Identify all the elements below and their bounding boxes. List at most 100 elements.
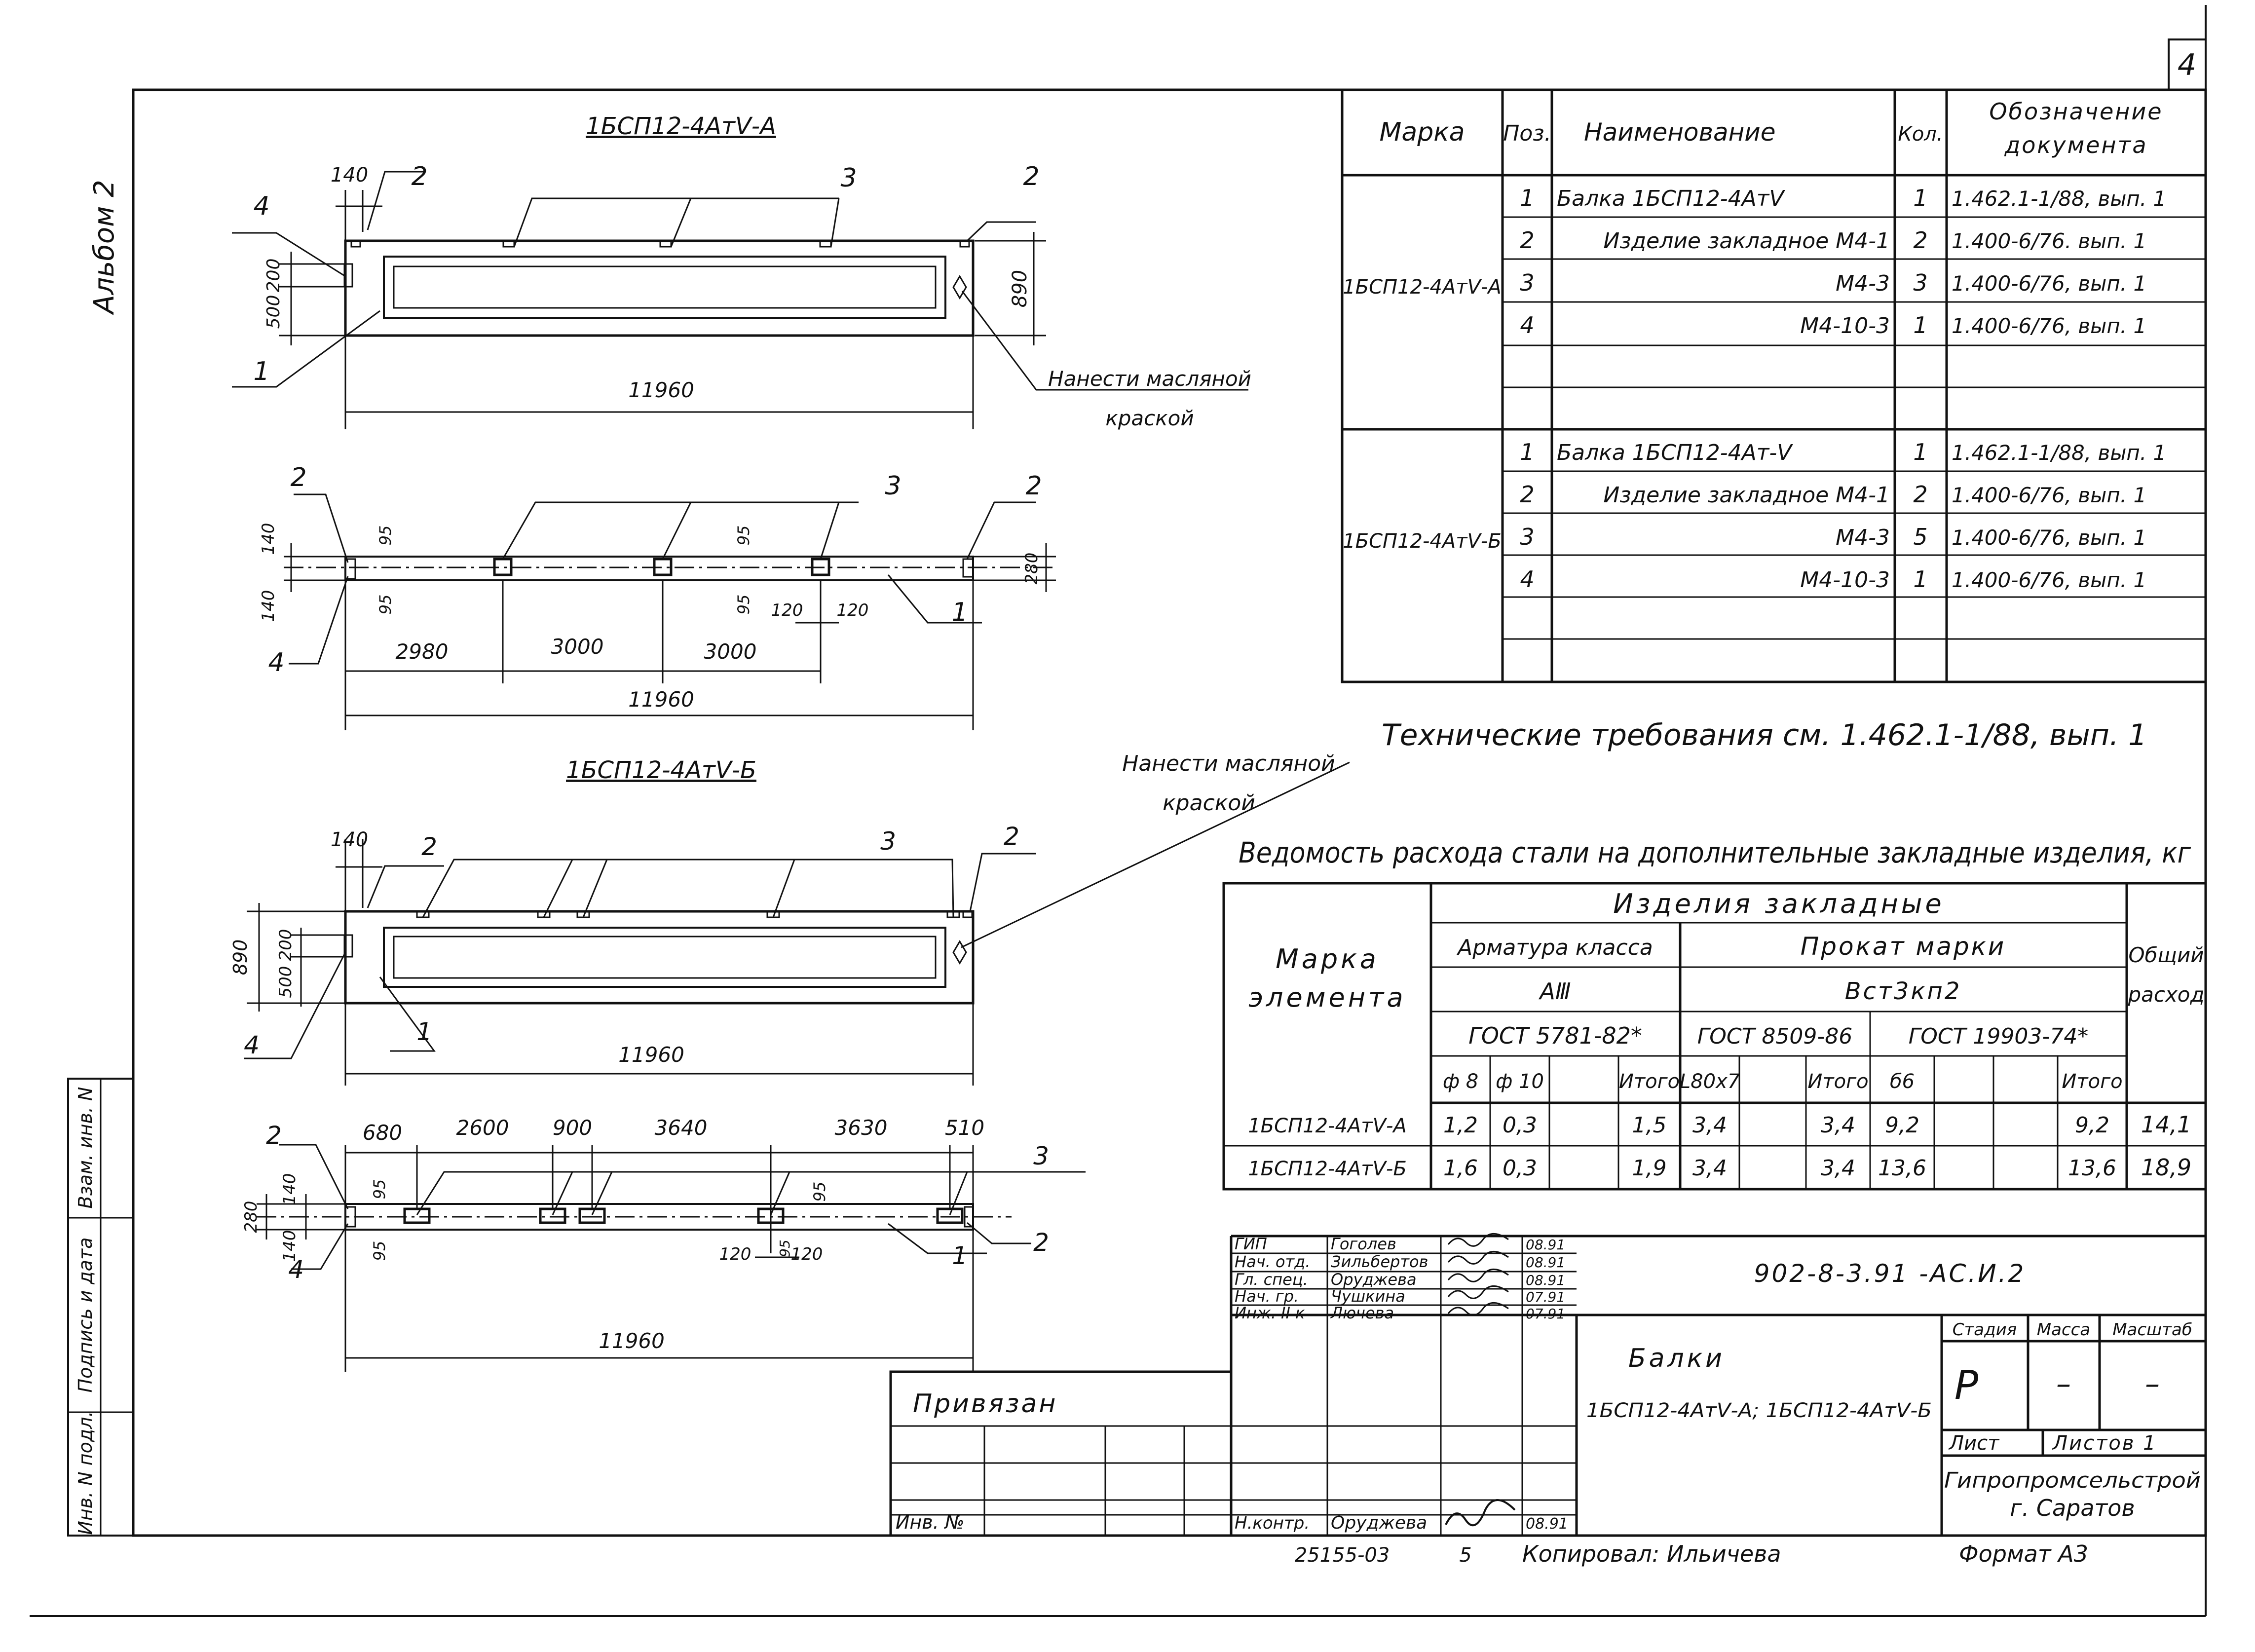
page-number: 4 [2178, 48, 2196, 82]
beam-a-callout-2l: 2 [411, 162, 427, 191]
beam-a-side-callout-1: 1 [951, 598, 968, 627]
beam-a-side-callout-4: 4 [268, 648, 284, 677]
steel-row-mark: 1БСП12-4АтⅤ-А [1248, 1115, 1407, 1137]
tb-sheets-label: Листов 1 [2052, 1432, 2157, 1455]
tb-print-sub: 5 [1459, 1544, 1471, 1567]
steel-col-header: б6 [1890, 1070, 1915, 1093]
tb-scale: – [2145, 1367, 2160, 1401]
tb-norm-date: 08.91 [1526, 1515, 1568, 1533]
tb-staff-name: Зильбертов [1331, 1252, 1428, 1271]
beam-a-dim-200: 200 [263, 259, 284, 293]
steel-col-header: Итого [1619, 1070, 1680, 1093]
spec-row-name: М4-3 [1836, 525, 1890, 550]
tb-staff-name: Лючева [1330, 1304, 1394, 1322]
spec-row-qty: 3 [1913, 269, 1927, 296]
tb-city: г. Саратов [2010, 1495, 2135, 1521]
beam-a-callout-1: 1 [253, 357, 269, 386]
beam-a-side-callout-3: 3 [885, 471, 901, 501]
tb-sheet-label: Лист [1948, 1432, 2000, 1455]
steel-row-cell: 9,2 [2075, 1113, 2109, 1138]
beam-a-span-1: 2980 [396, 639, 449, 664]
spec-row-pos: 2 [1520, 227, 1534, 254]
beam-b-side-120b: 120 [791, 1244, 823, 1264]
steel-col-header: ф 10 [1496, 1070, 1544, 1093]
beam-b-side-view: 680 2600 900 3640 3630 510 140 140 280 9… [241, 1116, 1086, 1372]
beam-b-side-callout-3: 3 [1033, 1142, 1049, 1170]
spec-row-doc: 1.462.1-1/88, вып. 1 [1952, 187, 2166, 211]
steel-h-rebar-class: АⅢ [1538, 978, 1571, 1005]
beam-b-callout-3: 3 [880, 827, 896, 856]
spec-row-pos: 4 [1520, 566, 1534, 593]
beam-a-span-3: 3000 [704, 639, 757, 664]
beam-a-dim-140: 140 [331, 164, 368, 187]
tb-norm-name: Оруджева [1331, 1513, 1427, 1533]
spec-row-pos: 4 [1520, 312, 1534, 338]
spec-header-pos: Поз. [1503, 121, 1551, 146]
beam-a-side-view: 140 140 95 95 95 95 280 2980 3000 3000 1… [259, 463, 1056, 730]
beam-b-dim-200: 200 [276, 929, 296, 961]
beam-b-side-95a: 95 [370, 1179, 389, 1200]
steel-row-cell: 1,6 [1443, 1156, 1478, 1181]
tb-h-stage: Стадия [1953, 1320, 2017, 1340]
beam-a-side-280: 280 [1022, 553, 1042, 585]
tb-staff-signature [1447, 1233, 1509, 1247]
steel-row-total: 14,1 [2141, 1111, 2191, 1138]
steel-row-cell: 13,6 [1878, 1156, 1926, 1181]
beam-b-length: 11960 [618, 1043, 684, 1067]
tb-format: Формат А3 [1959, 1540, 2088, 1567]
beam-b-dim-890: 890 [229, 939, 251, 976]
spec-row-qty: 2 [1913, 227, 1927, 254]
spec-row-doc: 1.400-6/76, вып. 1 [1952, 271, 2146, 296]
beam-a-callout-3: 3 [840, 163, 857, 193]
steel-col-header: ф 8 [1443, 1070, 1478, 1093]
steel-h-group: Изделия закладные [1613, 888, 1944, 919]
beam-a-side-120a: 120 [771, 601, 803, 620]
beam-a-side-140b: 140 [259, 590, 278, 622]
steel-h-mark-2: элемента [1248, 982, 1406, 1013]
beam-a-paint-note-1: Нанести масляной [1048, 367, 1251, 391]
spec-group-mark: 1БСП12-4АтⅤ-Б [1343, 530, 1502, 553]
steel-col-header: Итого [1807, 1070, 1868, 1093]
tb-h-scale: Масштаб [2112, 1320, 2192, 1340]
tb-staff-role: Инж. II к [1235, 1304, 1305, 1322]
tb-copied: Копировал: Ильичева [1522, 1540, 1781, 1567]
steel-h-total-1: Общий [2128, 943, 2204, 967]
tb-staff-date: 08.91 [1526, 1237, 1565, 1253]
beam-a-side-95a: 95 [376, 526, 395, 546]
beam-a-span-2: 3000 [551, 635, 604, 659]
beam-b-side-callout-1: 1 [952, 1241, 968, 1270]
steel-row-cell: 3,4 [1821, 1156, 1855, 1181]
beam-a-callout-4: 4 [253, 191, 269, 221]
spec-row-name: Балка 1БСП12-4Ат-Ⅴ [1557, 440, 1793, 465]
steel-h-rebar: Арматура класса [1456, 935, 1653, 960]
steel-h-total-2: расход [2127, 982, 2204, 1007]
beam-b-callout-2r: 2 [1004, 822, 1019, 851]
spec-row-qty: 1 [1913, 439, 1927, 465]
beam-a-side-callout-2r: 2 [1025, 471, 1042, 501]
tb-norm-role: Н.контр. [1235, 1513, 1310, 1533]
beam-a-side-95b: 95 [376, 595, 395, 615]
beam-b-dim-500: 500 [276, 966, 296, 998]
spec-row-doc: 1.400-6/76, вып. 1 [1952, 483, 2146, 507]
tb-staff-name: Оруджева [1331, 1270, 1417, 1289]
steel-row-cell: 1,5 [1632, 1113, 1667, 1138]
steel-row-cell: 0,3 [1503, 1113, 1537, 1138]
tb-staff-date: 08.91 [1526, 1254, 1565, 1271]
steel-row-cell: 1,9 [1632, 1156, 1667, 1181]
beam-a-side-140a: 140 [259, 523, 278, 555]
album-label: Альбом 2 [88, 180, 120, 315]
steel-h-gost2: ГОСТ 19903-74* [1909, 1024, 2089, 1049]
spec-row-name: Балка 1БСП12-4АтⅤ [1557, 186, 1785, 211]
spec-row-name: Изделие закладное М4-1 [1603, 228, 1890, 254]
beam-b-paint-note-1: Нанести масляной [1122, 751, 1335, 776]
beam-a-dim-500: 500 [263, 295, 284, 329]
spec-header-mark: Марка [1379, 117, 1465, 147]
beam-b-paint-note-2: краской [1163, 790, 1255, 816]
spec-row-doc: 1.462.1-1/88, вып. 1 [1952, 441, 2166, 465]
beam-a-length: 11960 [628, 378, 694, 402]
